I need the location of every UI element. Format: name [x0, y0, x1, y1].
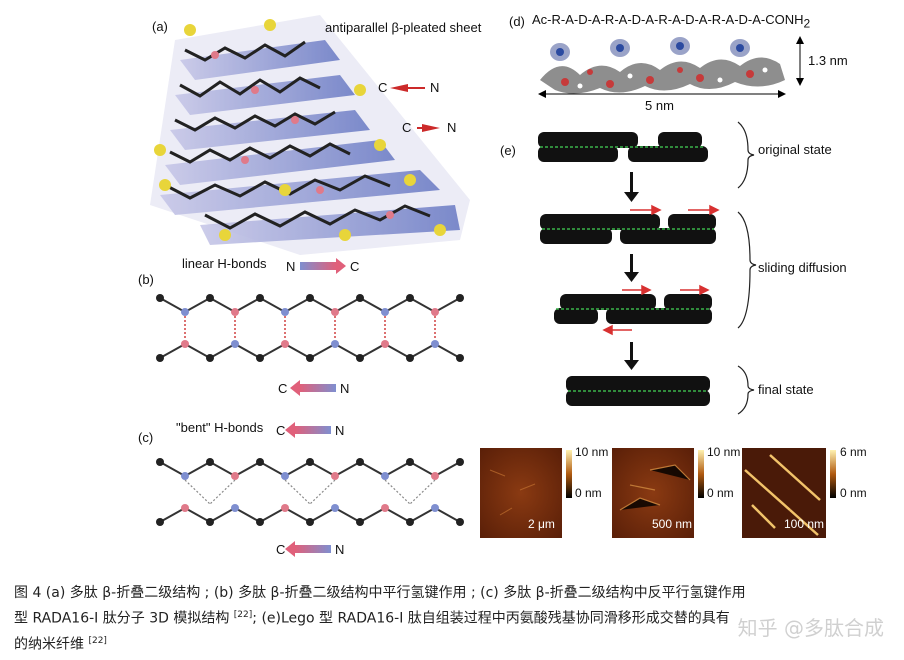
- panel-b-arrow-top-left: N: [286, 259, 296, 274]
- panel-a-arrow1-left: C: [378, 80, 388, 95]
- panel-a-title: antiparallel β-pleated sheet: [325, 20, 482, 35]
- panel-c-label: (c): [138, 430, 154, 445]
- afm2-bottom: 0 nm: [707, 486, 734, 500]
- linear-hbond-illustration: [156, 258, 464, 396]
- panel-b-arrow-top-right: C: [350, 259, 360, 274]
- state-original: original state: [758, 142, 832, 157]
- panel-d-label: (d): [509, 14, 525, 29]
- panel-c-title: "bent" H-bonds: [176, 420, 264, 435]
- sliding-diffusion-schematic: [538, 121, 757, 415]
- panel-a-arrow1-right: N: [430, 80, 440, 95]
- pleated-sheet-illustration: [150, 15, 470, 255]
- panel-b-arrow-bottom-left: C: [278, 381, 288, 396]
- figure: (a) antiparallel β-pleated sheet C N C N…: [138, 12, 867, 557]
- watermark: 知乎 @多肽合成: [737, 616, 884, 640]
- afm1-bottom: 0 nm: [575, 486, 602, 500]
- state-final: final state: [758, 382, 814, 397]
- panel-d-height: 1.3 nm: [808, 53, 848, 68]
- afm1-top: 10 nm: [575, 445, 609, 459]
- caption-line-2: 型 RADA16-I 肽分子 3D 模拟结构 [22]; (e)Lego 型 R…: [14, 610, 730, 627]
- rada16-3d-model: [538, 36, 804, 98]
- bent-hbond-illustration: [156, 422, 464, 557]
- panel-c-arrow-top-right: N: [335, 423, 345, 438]
- panel-b-arrow-bottom-right: N: [340, 381, 350, 396]
- afm3-bottom: 0 nm: [840, 486, 867, 500]
- panel-a-arrow2-left: C: [402, 120, 412, 135]
- figure-graphics: [150, 15, 836, 557]
- caption-line-1: 图 4 (a) 多肽 β-折叠二级结构 ; (b) 多肽 β-折叠二级结构中平行…: [14, 585, 746, 601]
- panel-e-label: (e): [500, 143, 516, 158]
- panel-c-arrow-top-left: C: [276, 423, 286, 438]
- afm2-top: 10 nm: [707, 445, 741, 459]
- afm1-scale: 2 μm: [528, 517, 555, 531]
- panel-d-sequence: Ac-R-A-D-A-R-A-D-A-R-A-D-A-R-A-D-A-CONH2: [532, 12, 811, 31]
- state-sliding: sliding diffusion: [758, 260, 847, 275]
- panel-c-arrow-bottom-left: C: [276, 542, 286, 557]
- panel-b-label: (b): [138, 272, 154, 287]
- caption-line-3: 的纳米纤维 [22]: [14, 635, 107, 653]
- afm-images: [480, 448, 836, 538]
- panel-a-label: (a): [152, 19, 168, 34]
- figure-caption: 图 4 (a) 多肽 β-折叠二级结构 ; (b) 多肽 β-折叠二级结构中平行…: [14, 582, 894, 655]
- panel-d-length: 5 nm: [645, 98, 674, 113]
- panel-c-arrow-bottom-right: N: [335, 542, 345, 557]
- afm2-scale: 500 nm: [652, 517, 693, 531]
- afm3-scale: 100 nm: [784, 517, 825, 531]
- panel-a-arrow2-right: N: [447, 120, 457, 135]
- panel-b-title: linear H-bonds: [182, 256, 267, 271]
- afm3-top: 6 nm: [840, 445, 867, 459]
